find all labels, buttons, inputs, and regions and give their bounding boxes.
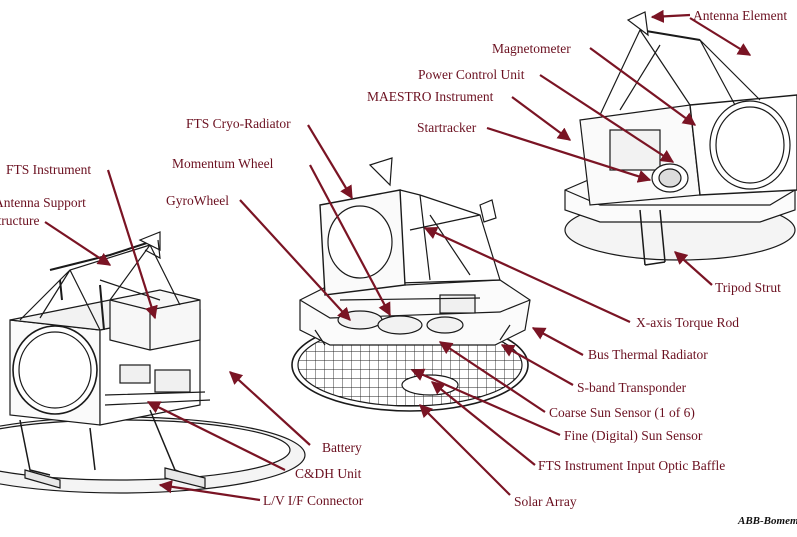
label-fts-instrument: FTS Instrument bbox=[6, 162, 92, 177]
label-s-band-transponder: S-band Transponder bbox=[577, 380, 687, 395]
label-startracker: Startracker bbox=[417, 120, 477, 135]
leader-gyrowheel bbox=[239, 199, 351, 321]
label-antenna-support-line1: Antenna Support bbox=[0, 195, 86, 210]
label-momentum-wheel: Momentum Wheel bbox=[172, 156, 274, 171]
leader-fts-instrument bbox=[106, 169, 158, 320]
label-x-axis-torque-rod: X-axis Torque Rod bbox=[636, 315, 740, 330]
leader-antenna-support bbox=[44, 221, 112, 266]
label-solar-array: Solar Array bbox=[514, 494, 577, 509]
label-battery: Battery bbox=[322, 440, 362, 455]
leader-maestro bbox=[511, 96, 572, 141]
label-antenna-element: Antenna Element bbox=[693, 8, 788, 23]
label-gyrowheel: GyroWheel bbox=[166, 193, 229, 208]
label-fts-input-optic-baffle: FTS Instrument Input Optic Baffle bbox=[538, 458, 726, 473]
label-cdh-unit: C&DH Unit bbox=[295, 466, 362, 481]
leader-solar-array bbox=[419, 404, 511, 496]
leader-fine-sun-sensor bbox=[410, 368, 561, 437]
leader-bus-thermal-radiator bbox=[531, 327, 584, 356]
leader-fts-cryo-radiator bbox=[307, 124, 353, 200]
leader-s-band-transponder bbox=[500, 344, 574, 386]
leader-antenna-element-2 bbox=[689, 17, 752, 56]
left-spacecraft bbox=[0, 231, 306, 494]
leader-battery bbox=[229, 371, 311, 446]
label-antenna-support-line2: Structure bbox=[0, 213, 40, 228]
label-bus-thermal-radiator: Bus Thermal Radiator bbox=[588, 347, 708, 362]
label-power-control-unit: Power Control Unit bbox=[418, 67, 525, 82]
leader-x-axis-torque-rod bbox=[423, 226, 631, 323]
leader-power-control-unit bbox=[539, 74, 675, 163]
label-maestro-instrument: MAESTRO Instrument bbox=[367, 89, 494, 104]
label-lv-if-connector: L/V I/F Connector bbox=[263, 493, 364, 508]
leader-lv-if-connector bbox=[158, 480, 261, 502]
leader-coarse-sun-sensor bbox=[438, 341, 546, 413]
label-coarse-sun-sensor: Coarse Sun Sensor (1 of 6) bbox=[549, 405, 695, 420]
leader-startracker bbox=[486, 126, 652, 183]
leader-lines bbox=[44, 9, 752, 502]
leader-momentum-wheel bbox=[309, 164, 391, 317]
right-spacecraft bbox=[564, 11, 797, 266]
label-fts-cryo-radiator: FTS Cryo-Radiator bbox=[186, 116, 291, 131]
label-tripod-strut: Tripod Strut bbox=[715, 280, 781, 295]
center-spacecraft bbox=[291, 157, 531, 412]
label-magnetometer: Magnetometer bbox=[492, 41, 571, 56]
leader-antenna-element bbox=[650, 9, 691, 23]
leader-tripod-strut bbox=[674, 251, 713, 286]
leader-cdh-unit bbox=[146, 401, 286, 471]
credit-text: ABB-Bomem bbox=[738, 515, 797, 527]
leader-input-optic-baffle bbox=[430, 381, 536, 466]
label-fine-sun-sensor: Fine (Digital) Sun Sensor bbox=[564, 428, 703, 443]
leader-magnetometer bbox=[589, 47, 697, 126]
